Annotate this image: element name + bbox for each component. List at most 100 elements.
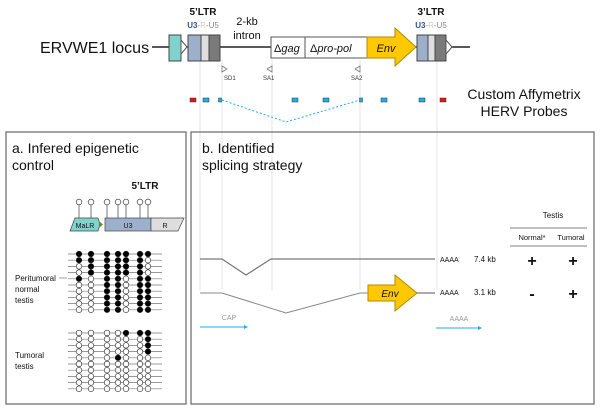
methylated-cpg (122, 250, 130, 258)
guide-lines (199, 60, 438, 290)
methylated-cpg (114, 257, 122, 264)
unmethylated-cpg (103, 385, 111, 392)
polya-2: AAAA (440, 290, 459, 297)
methylated-cpg (87, 269, 95, 276)
sa2-marker-icon (354, 65, 361, 73)
size-2: 3.1 kb (474, 288, 496, 297)
transcript-7-4kb (200, 258, 435, 276)
unmethylated-cpg (122, 288, 130, 295)
cpg-site-icon (114, 198, 122, 206)
unmethylated-cpg (136, 367, 144, 374)
unmethylated-cpg (103, 367, 111, 374)
methylated-cpg (103, 269, 111, 276)
cap-arrow-icon (244, 325, 248, 329)
group-label-tumoral-1: Tumoral (15, 351, 44, 360)
cell-1-normal: + (527, 253, 536, 270)
methylated-cpg (103, 275, 111, 282)
ltr3-arrow-icon (445, 38, 453, 56)
herv-probe (218, 97, 222, 103)
polya-arrow-label: AAAA (450, 316, 469, 323)
methylated-cpg (136, 257, 144, 264)
herv-probe (322, 97, 330, 103)
methylated-cpg (114, 306, 122, 313)
intron-label-line2: intron (233, 30, 261, 42)
unmethylated-cpg (122, 281, 130, 289)
unmethylated-cpg (122, 306, 130, 313)
unmethylated-cpg (114, 348, 122, 355)
cpg-site-icon (87, 198, 95, 206)
sa1-marker-icon (266, 65, 273, 73)
unmethylated-cpg (103, 336, 111, 343)
unmethylated-cpg (122, 275, 130, 282)
methylated-cpg (144, 342, 152, 349)
gag-label: Δgag (274, 43, 301, 55)
methylated-cpg (136, 294, 144, 301)
methylated-cpg (122, 329, 130, 337)
methylated-cpg (144, 348, 152, 355)
ltr3-title: 3’LTR (417, 7, 445, 18)
ltr5 (187, 34, 221, 62)
unmethylated-cpg (75, 348, 83, 355)
sd1-marker-icon (221, 65, 228, 73)
herv-probe (418, 97, 426, 103)
cell-2-normal: - (529, 286, 534, 303)
panel-b-title-line1: b. Identified (202, 140, 274, 156)
ltr5-title: 5’LTR (189, 7, 217, 18)
methylated-cpg (122, 257, 130, 264)
unmethylated-cpg (87, 379, 95, 386)
unmethylated-cpg (75, 306, 83, 313)
probes-label-line2: HERV Probes (481, 103, 568, 119)
methylated-cpg (136, 329, 144, 337)
r-label: R (162, 223, 167, 230)
unmethylated-cpg (75, 288, 83, 295)
unmethylated-cpg (75, 354, 83, 361)
unmethylated-cpg (144, 367, 152, 374)
unmethylated-cpg (136, 373, 144, 380)
methylated-cpg (136, 250, 144, 258)
methylated-cpg (144, 288, 152, 295)
malr-box (168, 34, 182, 62)
methylated-cpg (103, 257, 111, 264)
probe-row (189, 97, 447, 103)
polya-arrow-icon (478, 326, 482, 330)
group-label-peritumoral-3: testis (15, 296, 34, 305)
methylated-cpg (87, 263, 95, 270)
cpg-lollipops (75, 198, 152, 218)
unmethylated-cpg (75, 294, 83, 301)
methylated-cpg (103, 306, 111, 313)
locus-label: ERVWE1 locus (40, 40, 149, 57)
unmethylated-cpg (144, 379, 152, 386)
unmethylated-cpg (87, 373, 95, 380)
cap-label: CAP (222, 315, 237, 322)
unmethylated-cpg (122, 354, 130, 361)
methylated-cpg (103, 263, 111, 270)
methylated-cpg (114, 263, 122, 270)
methylated-cpg (144, 336, 152, 343)
col-tumoral: Tumoral (557, 233, 585, 242)
methylated-cpg (136, 269, 144, 276)
unmethylated-cpg (103, 379, 111, 386)
unmethylated-cpg (87, 348, 95, 355)
unmethylated-cpg (144, 269, 152, 276)
unmethylated-cpg (87, 336, 95, 343)
cpg-site-icon (144, 198, 152, 206)
env-label: Env (377, 43, 397, 55)
unmethylated-cpg (122, 300, 130, 307)
unmethylated-cpg (75, 367, 83, 374)
cell-2-tumoral: + (568, 286, 577, 303)
methylated-cpg (136, 275, 144, 282)
splice-sites: SD1 SA1 SA2 (221, 65, 363, 82)
cpg-site-icon (103, 198, 111, 206)
unmethylated-cpg (144, 373, 152, 380)
methylated-cpg (103, 300, 111, 307)
unmethylated-cpg (122, 294, 130, 301)
cpg-site-icon (136, 198, 144, 206)
unmethylated-cpg (75, 329, 83, 337)
unmethylated-cpg (122, 379, 130, 386)
methylated-cpg (122, 269, 130, 276)
probes-label-line1: Custom Affymetrix (467, 86, 580, 102)
methylated-cpg (75, 250, 83, 258)
unmethylated-cpg (103, 354, 111, 361)
unmethylated-cpg (75, 336, 83, 343)
